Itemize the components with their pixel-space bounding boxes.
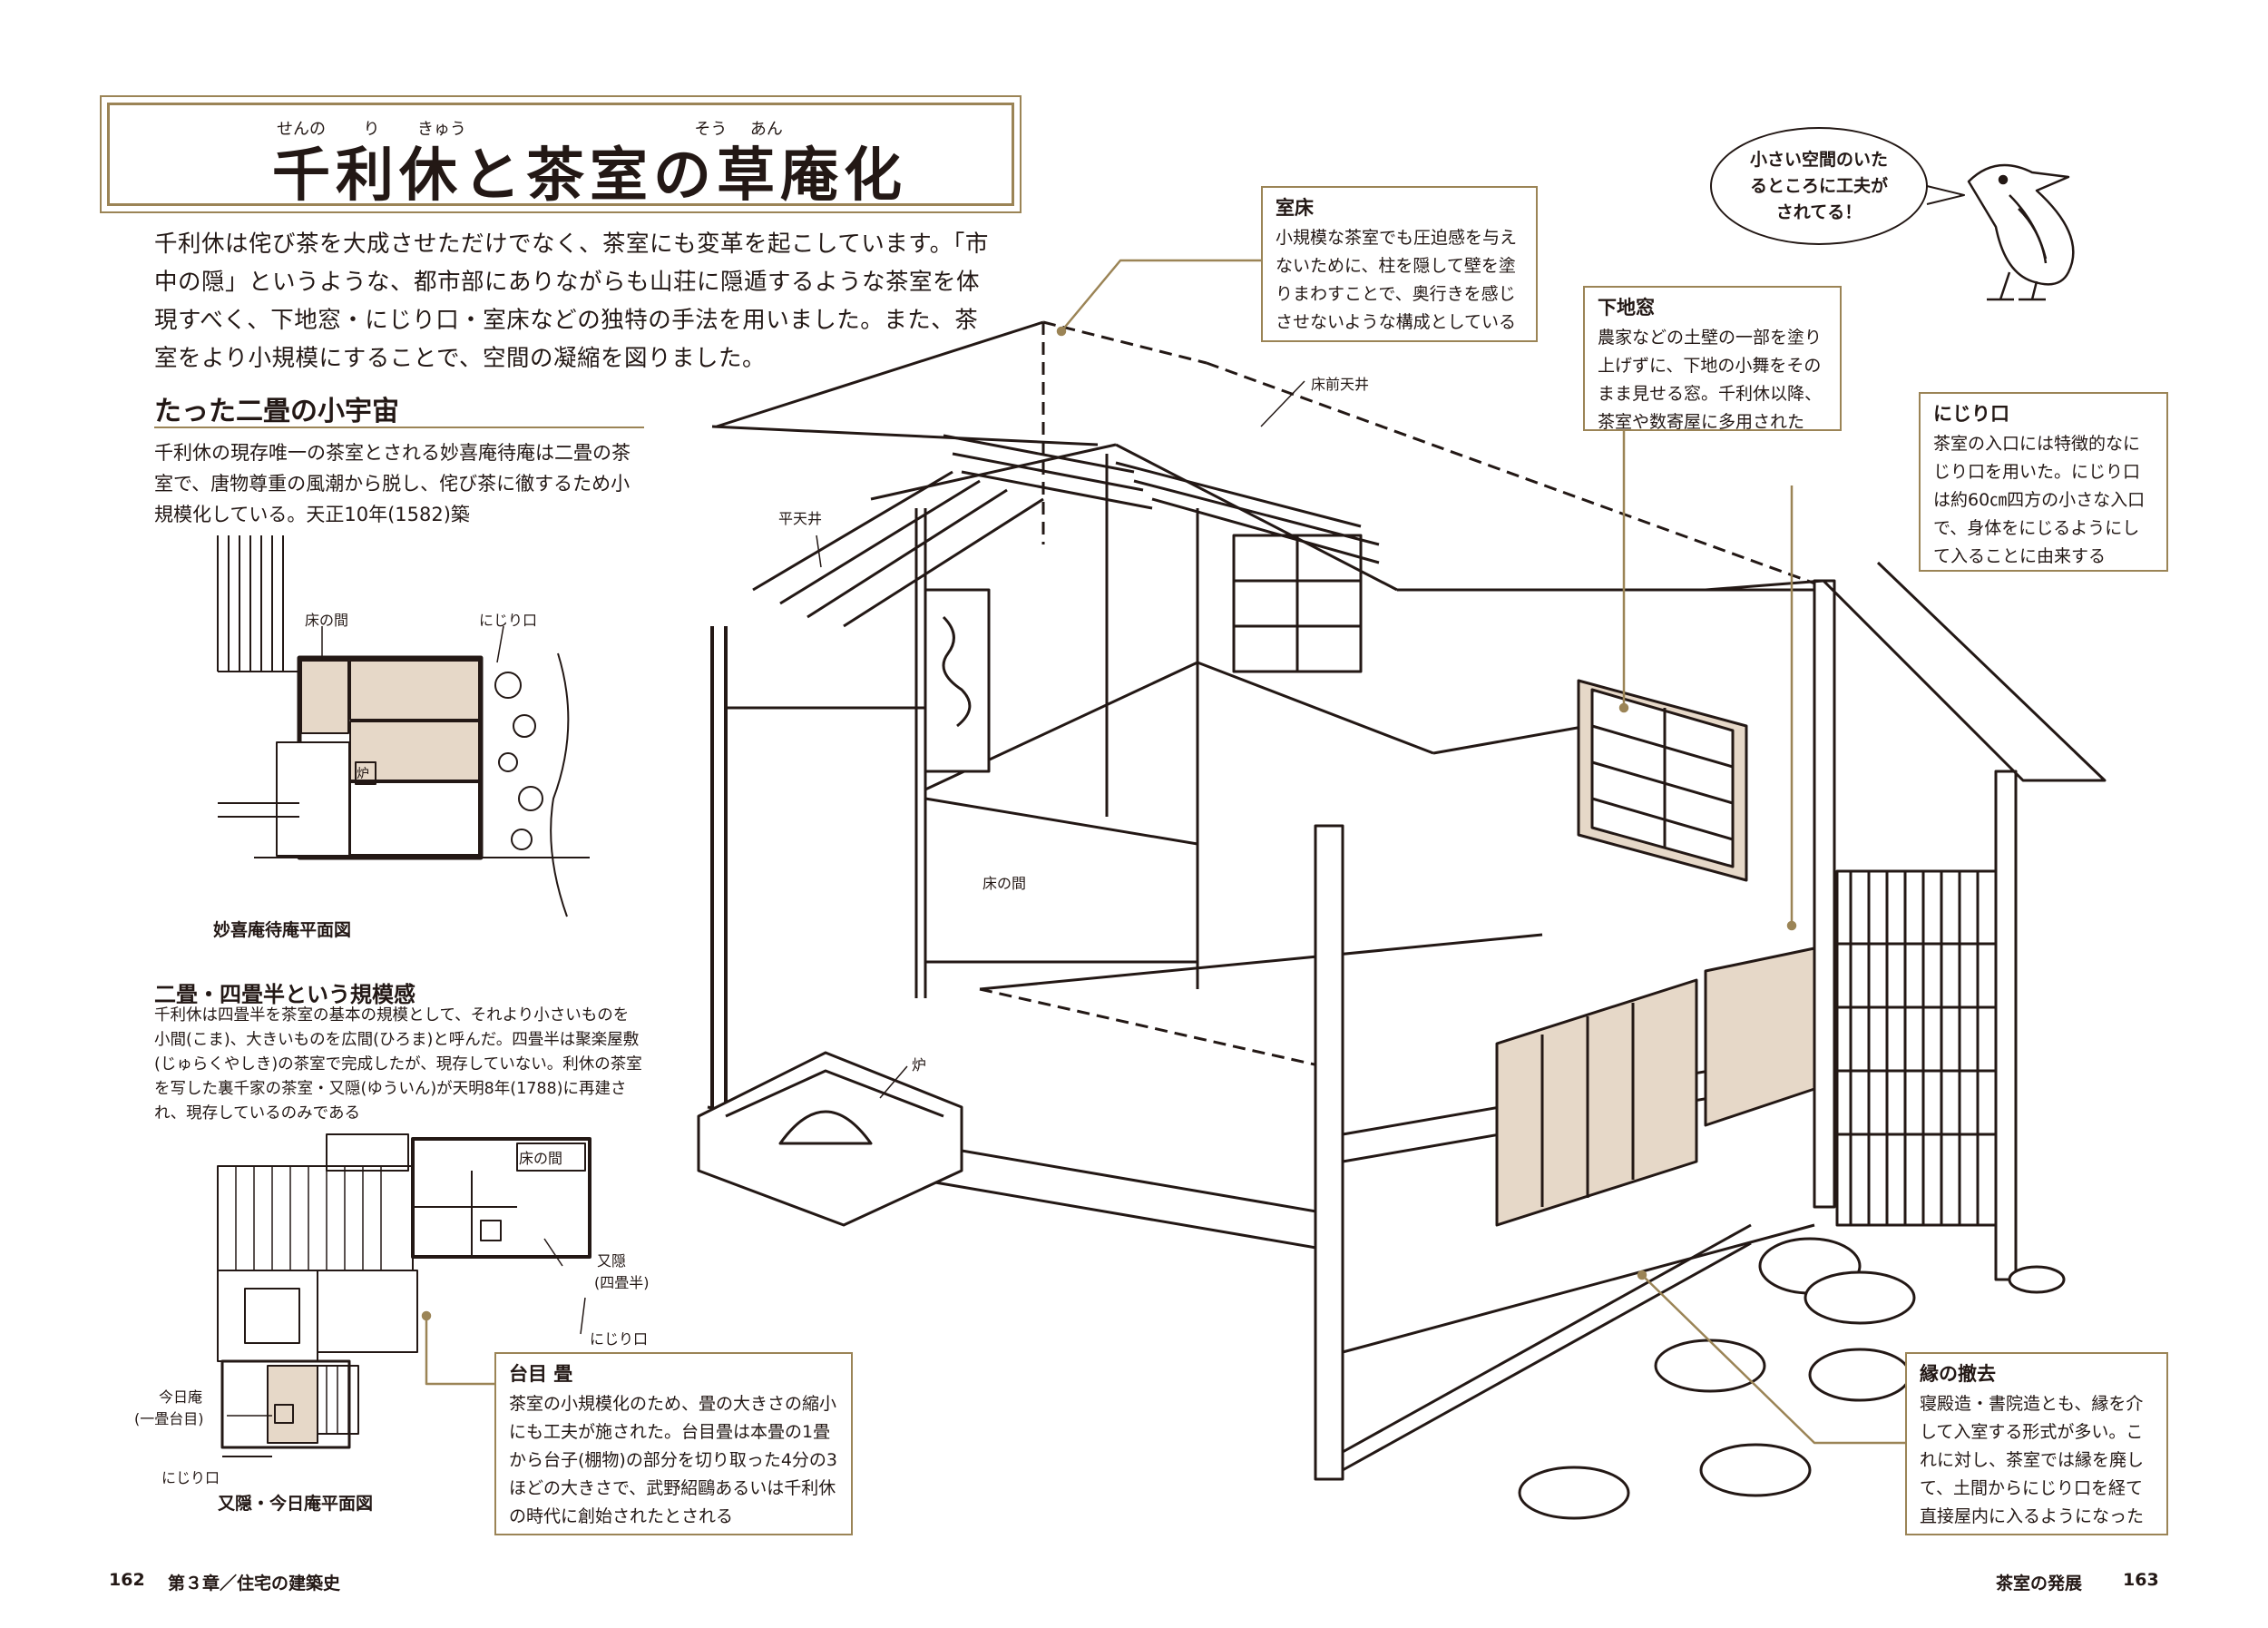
callout-murodoko: 室床 小規模な茶室でも圧迫感を与えないために、柱を隠して壁を塗りまわすことで、奥… xyxy=(1261,186,1538,342)
plan1-toko-label: 床の間 xyxy=(305,612,349,629)
ruby-4: そう xyxy=(694,120,728,139)
ruby-5: あん xyxy=(749,120,783,139)
section2-text: 千利休は四畳半を茶室の基本の規模として、それより小さいものを小間(こま)、大きい… xyxy=(154,1006,642,1123)
section1-heading: たった二畳の小宇宙 xyxy=(154,396,399,427)
speech-bubble: 小さい空間のいたるところに工夫がされてる！ xyxy=(1710,127,1928,245)
label-hira-tenjo: 平天井 xyxy=(778,510,823,527)
section1-text: 千利休の現存唯一の茶室とされる妙喜庵待庵は二畳の茶室で、唐物尊重の風潮から脱し、… xyxy=(154,442,631,525)
section1-rule xyxy=(154,427,644,428)
section2-heading: 二畳・四畳半という規模感 xyxy=(154,982,415,1007)
plan2-konnichi-label: 今日庵 xyxy=(159,1388,203,1406)
callout-en-removal: 縁の撤去 寝殿造・書院造とも、縁を介して入室する形式が多い。これに対し、茶室では… xyxy=(1905,1352,2168,1535)
callout-murodoko-title: 室床 xyxy=(1276,197,1314,219)
yuin-floor-plan xyxy=(217,1133,591,1457)
plan1-nijiri-label: にじり口 xyxy=(479,612,538,629)
speech-bubble-text: 小さい空間のいたるところに工夫がされてる！ xyxy=(1749,149,1888,222)
plan2-yuin-label: 又隠 xyxy=(597,1252,627,1270)
callout-shitaji-title: 下地窓 xyxy=(1598,297,1655,319)
intro-paragraph: 千利休は侘び茶を大成させただけでなく、茶室にも変革を起こしています。「市中の隠」… xyxy=(154,230,989,372)
plan1-ro-label: 炉 xyxy=(357,767,369,781)
ruby-3: きゅう xyxy=(416,120,466,139)
chapter-label: 第３章／住宅の建築史 xyxy=(168,1574,341,1594)
callout-daime-tatami: 台目 畳 茶室の小規模化のため、畳の大きさの縮小にも工夫が施された。台目畳は本畳… xyxy=(494,1352,853,1535)
callout-nijiriguchi-body: 茶室の入口には特徴的なにじり口を用いた。にじり口は約60㎝四方の小さな入口で、身… xyxy=(1933,434,2146,566)
plan2-yuin-sub-label: (四畳半) xyxy=(594,1274,650,1291)
title-ruby: せんの り きゅう そう あん xyxy=(277,116,783,140)
plan2-nijiri2-label: にじり口 xyxy=(161,1469,220,1486)
label-ro: 炉 xyxy=(912,1056,927,1074)
callout-en-title: 縁の撤去 xyxy=(1920,1363,1996,1385)
tearoom-isometric-drawing xyxy=(697,320,2107,1520)
callout-shitaji-mado: 下地窓 農家などの土壁の一部を塗り上げずに、下地の小舞をそのまま見せる窓。千利休… xyxy=(1583,286,1842,432)
label-tokomae-tenjo: 床前天井 xyxy=(1311,376,1370,393)
label-tokonoma: 床の間 xyxy=(982,875,1027,892)
callout-murodoko-body: 小規模な茶室でも圧迫感を与えないために、柱を隠して壁を塗りまわすことで、奥行きを… xyxy=(1276,228,1518,332)
callout-nijiriguchi-title: にじり口 xyxy=(1933,403,2009,425)
plan2-toko-label: 床の間 xyxy=(519,1150,563,1167)
plan2-konnichi-sub-label: (一畳台目) xyxy=(134,1410,204,1427)
page-title: 千利休と茶室の草庵化 xyxy=(272,142,907,210)
crow-illustration xyxy=(1967,163,2075,301)
callout-en-body: 寝殿造・書院造とも、縁を介して入室する形式が多い。これに対し、茶室では縁を廃して… xyxy=(1920,1394,2145,1526)
left-page-number: 162 xyxy=(109,1570,145,1590)
plan2-caption: 又隠・今日庵平面図 xyxy=(218,1494,374,1514)
plan2-nijiri1-label: にじり口 xyxy=(590,1330,649,1348)
callout-shitaji-body: 農家などの土壁の一部を塗り上げずに、下地の小舞をそのまま見せる窓。千利休以降、茶… xyxy=(1598,328,1823,432)
ruby-2: り xyxy=(363,120,380,139)
title-frame xyxy=(100,95,1022,213)
callout-nijiriguchi: にじり口 茶室の入口には特徴的なにじり口を用いた。にじり口は約60㎝四方の小さな… xyxy=(1919,392,2168,572)
right-page-number: 163 xyxy=(2123,1570,2159,1590)
section-label: 茶室の発展 xyxy=(1996,1574,2083,1594)
callout-daime-title: 台目 畳 xyxy=(509,1363,573,1385)
plan1-caption: 妙喜庵待庵平面図 xyxy=(213,920,352,940)
taian-floor-plan xyxy=(217,535,590,917)
callout-daime-body: 茶室の小規模化のため、畳の大きさの縮小にも工夫が施された。台目畳は本畳の1畳から… xyxy=(509,1394,838,1526)
ruby-1: せんの xyxy=(277,120,326,139)
